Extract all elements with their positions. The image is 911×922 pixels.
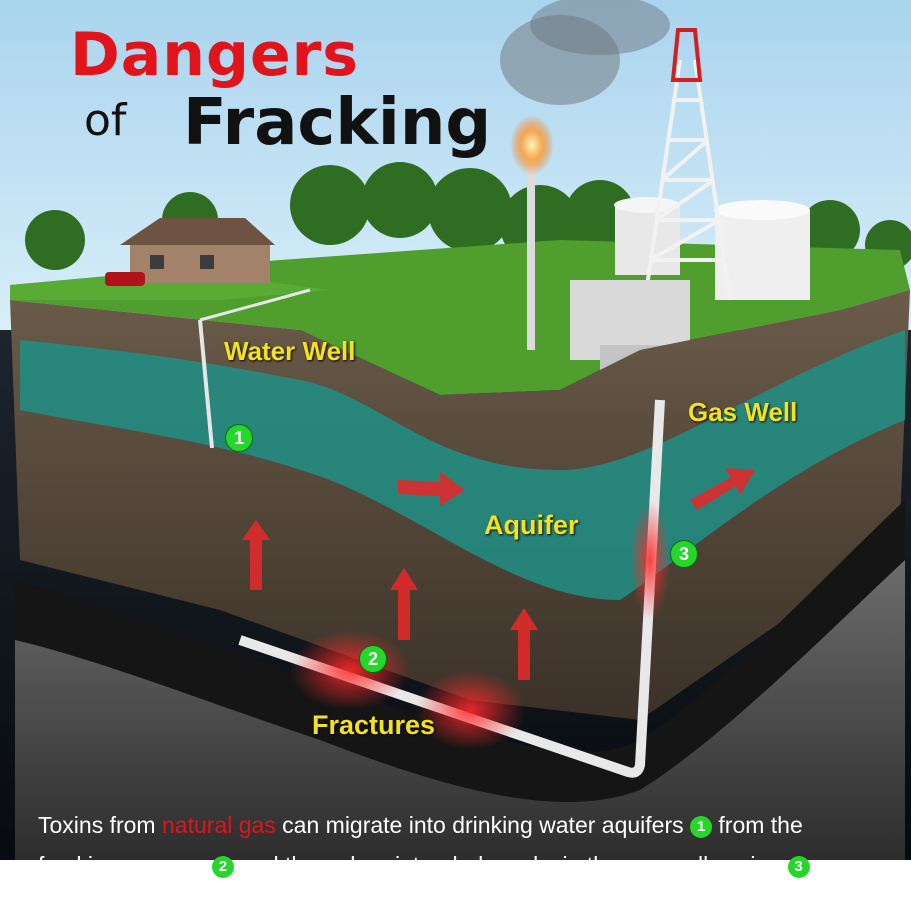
title-of: of — [84, 95, 127, 146]
caption-text-a: Toxins from — [38, 812, 162, 838]
migration-arrows — [242, 468, 755, 680]
marker-3: 3 — [670, 540, 698, 568]
gas-well-pipe — [238, 399, 665, 778]
title-dangers: Dangers — [70, 20, 359, 90]
caption-text-e: and through unintended cracks in the gas… — [233, 852, 788, 878]
label-fractures: Fractures — [312, 710, 436, 740]
caption-natural-gas: natural gas — [161, 812, 276, 838]
caption-line-2: fracking process 2 and through unintende… — [38, 852, 810, 879]
title-fracking: Fracking — [183, 86, 492, 160]
caption-text-b: can migrate into drinking water aquifers — [275, 812, 690, 838]
caption-text-c: from the — [712, 812, 803, 838]
label-water-well: Water Well — [224, 336, 356, 366]
marker-1: 1 — [225, 424, 253, 452]
caption-marker-3: 3 — [787, 856, 810, 878]
caption-marker-2: 2 — [211, 856, 234, 878]
drilling-rig — [643, 59, 732, 301]
label-aquifer: Aquifer — [484, 510, 579, 540]
aquifer-layer — [20, 330, 905, 600]
house — [105, 218, 275, 286]
caption-marker-1: 1 — [690, 816, 712, 838]
caption-line-1: Toxins from natural gas can migrate into… — [38, 812, 803, 839]
caption-text-d: fracking process — [38, 852, 212, 878]
label-gas-well: Gas Well — [688, 397, 798, 427]
marker-2: 2 — [359, 645, 387, 673]
